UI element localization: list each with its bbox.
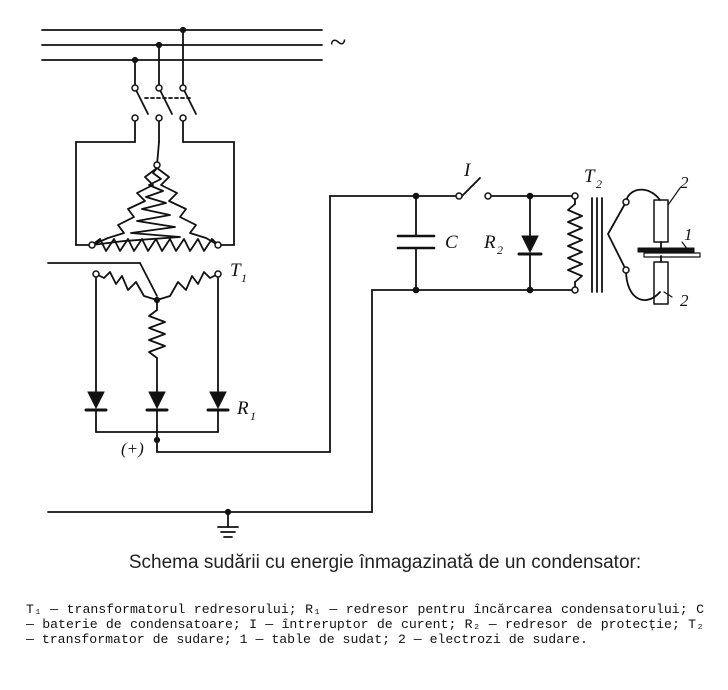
sheet-label: 1 (684, 225, 693, 244)
caption-title: Schema sudării cu energie înmagazinată d… (128, 552, 642, 573)
t2-label: T (584, 166, 596, 187)
ground-line (47, 289, 373, 538)
work-sheets (637, 247, 701, 258)
electrode-top-label: 2 (680, 173, 689, 192)
switch-label: I (463, 160, 472, 181)
junction-dots (131, 26, 534, 516)
capacitor-c (396, 195, 436, 291)
supply-lines (41, 29, 323, 61)
main-switch (134, 87, 197, 143)
r1-label: R (236, 398, 249, 419)
t1-label: T (230, 260, 242, 281)
terminals (88, 84, 630, 294)
t1-subscript: 1 (241, 271, 247, 285)
t1-primary-delta (91, 167, 219, 252)
electrode-bottom-label: 2 (680, 291, 689, 310)
r1-subscript: 1 (250, 409, 256, 423)
t1-secondary-star (95, 271, 219, 386)
t2-core (591, 197, 603, 293)
supply-taps (134, 29, 184, 89)
t2-subscript: 2 (596, 177, 602, 191)
switch-i (461, 177, 481, 197)
ac-symbol: ~ (330, 26, 346, 59)
circuit-diagram: ~ T 1 R 1 (+) I C R 2 T 2 2 1 2 (41, 26, 701, 538)
r1-diode-3 (209, 391, 227, 410)
r1-diode-1 (87, 391, 105, 410)
r2-subscript: 2 (497, 243, 503, 257)
capacitor-label: C (445, 232, 458, 253)
r1-diode-2 (148, 391, 166, 410)
t2-primary (567, 195, 583, 291)
leader-lines (663, 187, 689, 298)
r2-label: R (483, 232, 496, 253)
t2-secondary (607, 188, 661, 301)
r2-rectifier (517, 195, 543, 291)
caption-legend: T₁ — transformatorul redresorului; R₁ — … (26, 602, 704, 647)
plus-label: (+) (121, 439, 144, 458)
r2-diode (521, 235, 539, 254)
